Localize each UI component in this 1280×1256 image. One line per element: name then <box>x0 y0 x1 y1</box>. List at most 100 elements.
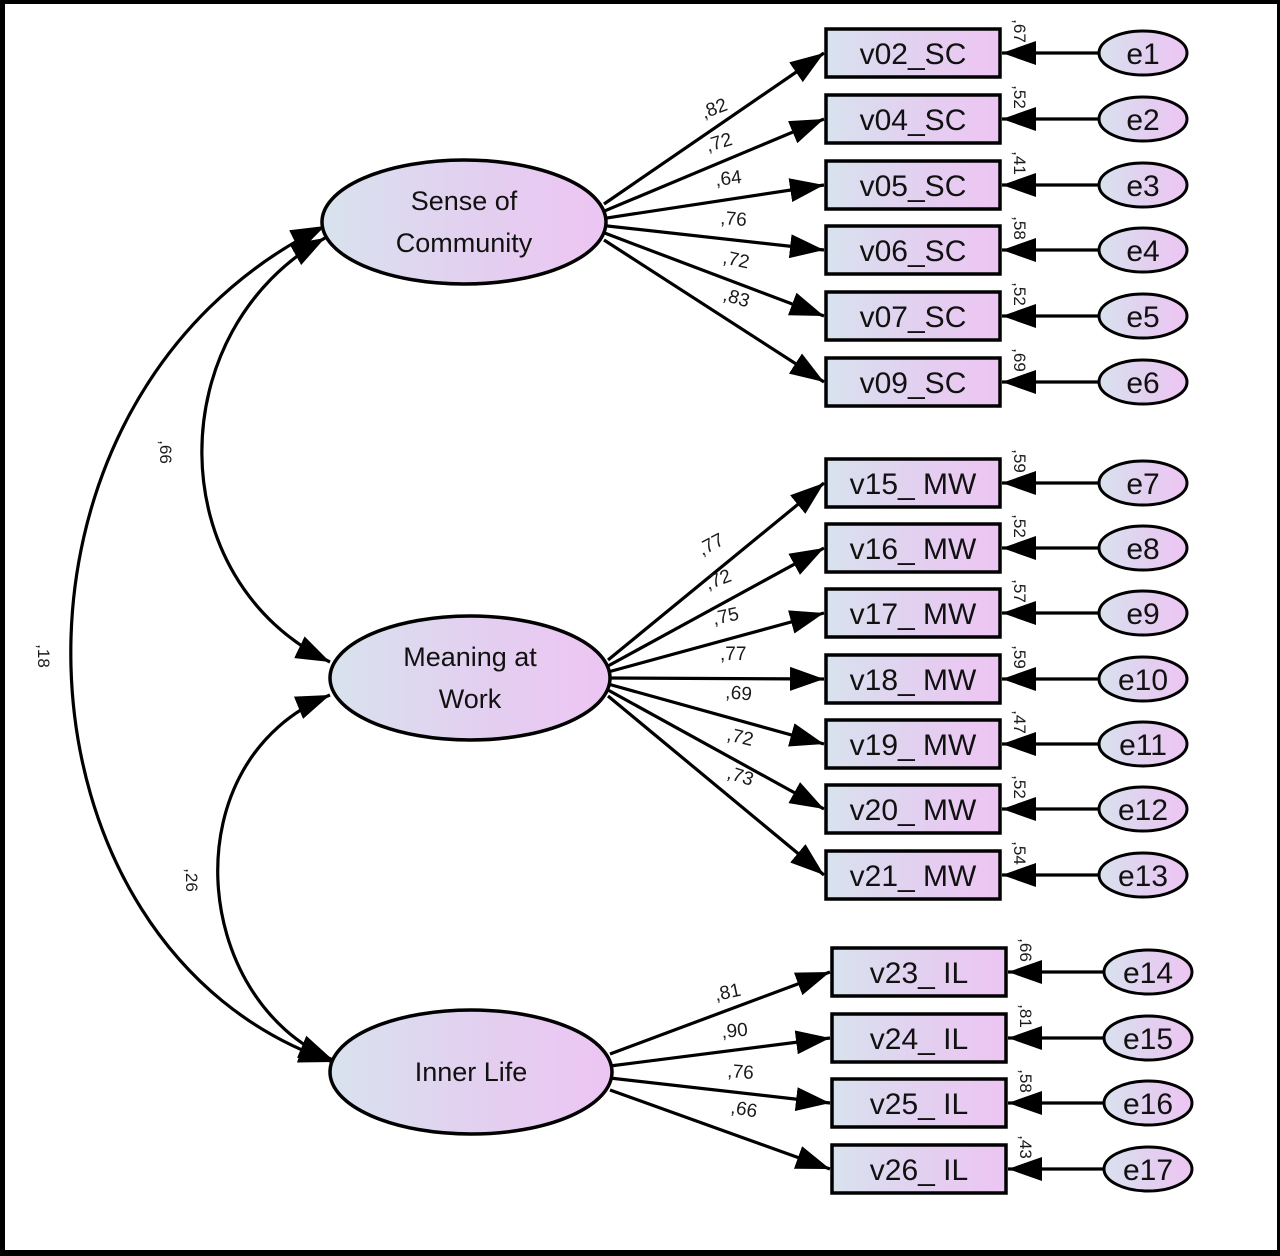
indicator-label: v20_ MW <box>850 794 977 827</box>
error-ellipse <box>1097 720 1189 768</box>
error-term-node: e2 <box>1097 95 1189 143</box>
loading-arrow <box>609 1076 831 1112</box>
covariance-sc-mw: ,66 <box>156 236 331 664</box>
loading-coefficient: ,69 <box>725 682 753 705</box>
r-squared-label: ,52 <box>1010 514 1029 538</box>
loading-coefficient: ,75 <box>711 604 741 630</box>
error-term-node: e16 <box>1102 1079 1194 1127</box>
r-squared-label: ,57 <box>1010 579 1029 603</box>
indicator-label: v21_ MW <box>850 860 977 893</box>
latent-label: Community <box>396 228 533 258</box>
error-term-node: e14 <box>1102 948 1194 996</box>
error-term-node: e6 <box>1097 358 1189 406</box>
error-label: e4 <box>1126 235 1159 268</box>
loading-arrow <box>606 481 826 662</box>
covariance-sc-il: ,18 <box>34 224 334 1064</box>
loading-coefficient: ,77 <box>695 530 728 561</box>
loading-coefficient: ,73 <box>724 763 756 791</box>
indicator-node: v24_ IL <box>830 1012 1008 1064</box>
indicator-box <box>824 159 1002 211</box>
loading-arrow <box>607 682 825 747</box>
error-label: e1 <box>1126 38 1159 71</box>
indicator-box <box>824 27 1002 79</box>
loading-arrow <box>603 178 825 220</box>
error-term-node: e8 <box>1097 524 1189 572</box>
indicator-label: v26_ IL <box>870 1154 968 1187</box>
indicator-label: v06_SC <box>860 235 967 268</box>
indicator-node: v15_ MW <box>824 457 1002 509</box>
loading-arrow <box>609 1088 831 1171</box>
r-squared-label: ,52 <box>1010 85 1029 109</box>
indicator-label: v18_ MW <box>850 664 977 697</box>
error-ellipse <box>1097 226 1189 274</box>
error-term-node: e5 <box>1097 292 1189 340</box>
latent-ellipse <box>320 158 608 286</box>
loading-arrow <box>609 1030 831 1068</box>
error-label: e7 <box>1126 468 1159 501</box>
error-term-node: e1 <box>1097 29 1189 77</box>
loading-coefficient: ,77 <box>720 644 746 665</box>
r-squared-label: ,41 <box>1010 151 1029 175</box>
covariance-mw-il: ,26 <box>182 693 334 1062</box>
r-squared-label: ,52 <box>1010 775 1029 799</box>
loading-arrow <box>603 117 825 213</box>
indicator-box <box>830 1012 1008 1064</box>
error-ellipse <box>1097 29 1189 77</box>
r-squared-label: ,81 <box>1016 1004 1035 1028</box>
error-term-node: e7 <box>1097 459 1189 507</box>
indicator-box <box>824 224 1002 276</box>
loading-coefficient: ,64 <box>714 167 743 191</box>
indicator-box <box>824 93 1002 145</box>
latent-ellipse <box>328 1008 614 1136</box>
loading-arrow <box>603 231 825 318</box>
r-squared-label: ,59 <box>1010 645 1029 669</box>
indicator-label: v07_SC <box>860 301 967 334</box>
error-label: e15 <box>1123 1023 1173 1056</box>
loading-arrow <box>603 224 825 259</box>
latent-node-mw: Meaning at Work <box>328 614 612 742</box>
loading-coefficient: ,66 <box>729 1097 759 1122</box>
loading-coefficient: ,72 <box>725 724 756 750</box>
latent-label: Work <box>439 684 502 714</box>
error-term-node: e17 <box>1102 1145 1194 1193</box>
indicator-box <box>824 522 1002 574</box>
error-label: e14 <box>1123 957 1173 990</box>
error-ellipse <box>1097 524 1189 572</box>
error-ellipse <box>1102 1079 1194 1127</box>
indicator-label: v05_SC <box>860 170 967 203</box>
indicator-label: v23_ IL <box>870 957 968 990</box>
latent-ellipse <box>328 614 612 742</box>
indicator-node: v21_ MW <box>824 849 1002 901</box>
loading-arrow <box>603 51 825 206</box>
covariance-arc <box>200 236 331 664</box>
indicator-label: v25_ IL <box>870 1088 968 1121</box>
r-squared-label: ,47 <box>1010 710 1029 734</box>
error-ellipse <box>1102 1145 1194 1193</box>
indicator-box <box>830 946 1008 998</box>
indicator-node: v19_ MW <box>824 718 1002 770</box>
indicator-box <box>830 1077 1008 1129</box>
error-label: e16 <box>1123 1088 1173 1121</box>
covariance-label: ,18 <box>34 644 53 668</box>
loading-coefficient: ,83 <box>721 285 752 313</box>
error-term-node: e13 <box>1097 851 1189 899</box>
covariance-label: ,26 <box>182 868 201 892</box>
latent-label: Inner Life <box>415 1057 528 1087</box>
error-ellipse <box>1097 95 1189 143</box>
error-label: e17 <box>1123 1154 1173 1187</box>
r-squared-label: ,67 <box>1010 19 1029 43</box>
error-term-node: e11 <box>1097 720 1189 768</box>
loading-arrow <box>609 970 831 1056</box>
error-label: e6 <box>1126 367 1159 400</box>
error-ellipse <box>1097 785 1189 833</box>
indicator-node: v17_ MW <box>824 587 1002 639</box>
error-term-node: e12 <box>1097 785 1189 833</box>
latent-label: Meaning at <box>403 642 537 672</box>
indicator-node: v07_SC <box>824 290 1002 342</box>
indicator-label: v09_SC <box>860 367 967 400</box>
covariance-arc <box>216 693 334 1062</box>
error-label: e9 <box>1126 598 1159 631</box>
loading-paths-layer: ,82,67,72,52,64,41,76,58,72,52,83,69,77,… <box>603 19 1104 1181</box>
